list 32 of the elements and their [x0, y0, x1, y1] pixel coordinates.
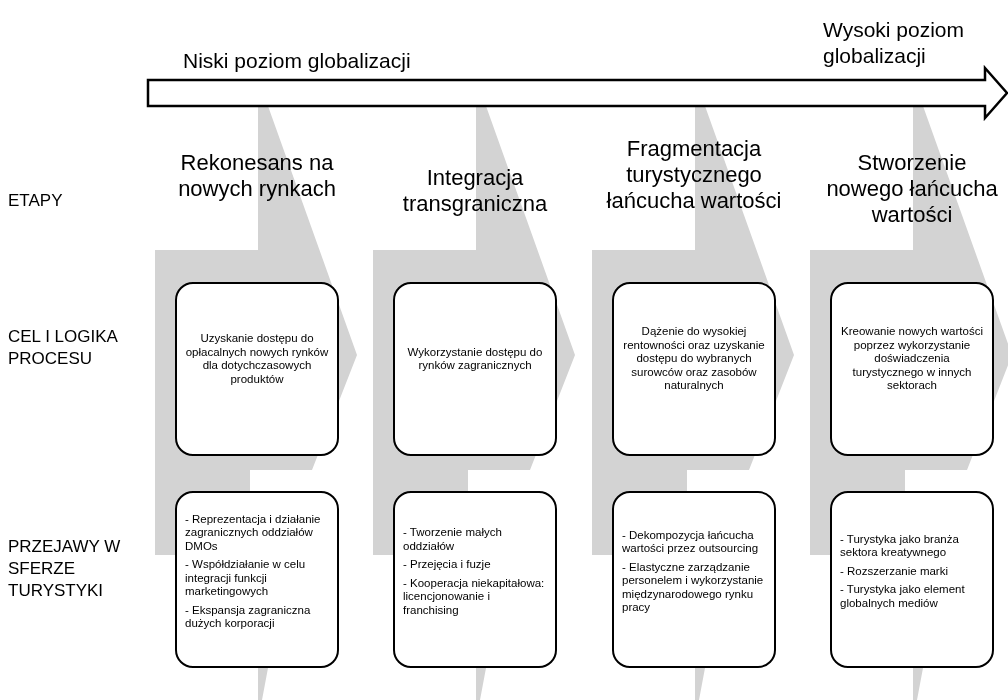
goal-box [830, 282, 994, 456]
bullet-text: - Turystyka jako branża sektora kreatywnego [840, 532, 960, 560]
bullet-text: - Przejęcia i fuzje [403, 558, 491, 572]
bullet-text: - Elastyczne zarządzanie personelem i wykorzystanie międzynarodowego rynku pracy [622, 560, 765, 615]
bullet-text: - Reprezentacja i działanie zagranicznych oddziałów DMOs [185, 512, 322, 553]
stage-heading: Fragmentacja turystycznego łańcucha wartości [605, 136, 783, 214]
manifestation-box [612, 491, 776, 668]
goal-box [175, 282, 339, 456]
row-label: PRZEJAWY W SFERZE TURYSTYKI [8, 536, 122, 602]
bullet-text: - Dekompozycja łańcucha wartości przez outsourcing [622, 528, 760, 556]
stage-heading: Rekonesans na nowych rynkach [177, 150, 337, 202]
goal-box [393, 282, 557, 456]
manifestation-box [830, 491, 994, 668]
bullet-text: - Tworzenie małych oddziałów [403, 526, 503, 553]
goal-box [612, 282, 776, 456]
row-label: CEL I LOGIKA PROCESU [8, 326, 119, 370]
bullet-text: - Turystyka jako element globalnych mediów [840, 583, 966, 611]
manifestation-box [393, 491, 557, 668]
manifestation-box [175, 491, 339, 668]
stage-heading: Integracja transgraniczna [401, 165, 549, 217]
axis-start-label: Niski poziom globalizacji [183, 48, 411, 74]
bullet-text: - Kooperacja niekapitałowa: licencjonowanie i franchising [403, 576, 546, 617]
stage-heading: Stworzenie nowego łańcucha wartości [825, 150, 999, 228]
bullet-text: - Ekspansja zagraniczna dużych korporacji [185, 603, 312, 631]
bullet-text: - Współdziałanie w celu integracji funkcji marketingowych [185, 558, 307, 599]
goal-text: Kreowanie nowych wartości poprzez wykorzystanie doświadczenia turystycznego w innych sektorach [840, 325, 984, 393]
bullet-text: - Rozszerzanie marki [840, 564, 948, 579]
goal-text: Wykorzystanie dostępu do rynków zagranicznych [406, 345, 544, 373]
goal-text: Dążenie do wysokiej rentowności oraz uzyskanie dostępu do wybranych surowców oraz zasobów naturalnych [622, 325, 766, 393]
row-label: ETAPY [8, 190, 64, 212]
axis-end-label: Wysoki poziom globalizacji [823, 17, 965, 69]
goal-text: Uzyskanie dostępu do opłacalnych nowych rynków dla dotychczasowych produktów [185, 332, 329, 386]
